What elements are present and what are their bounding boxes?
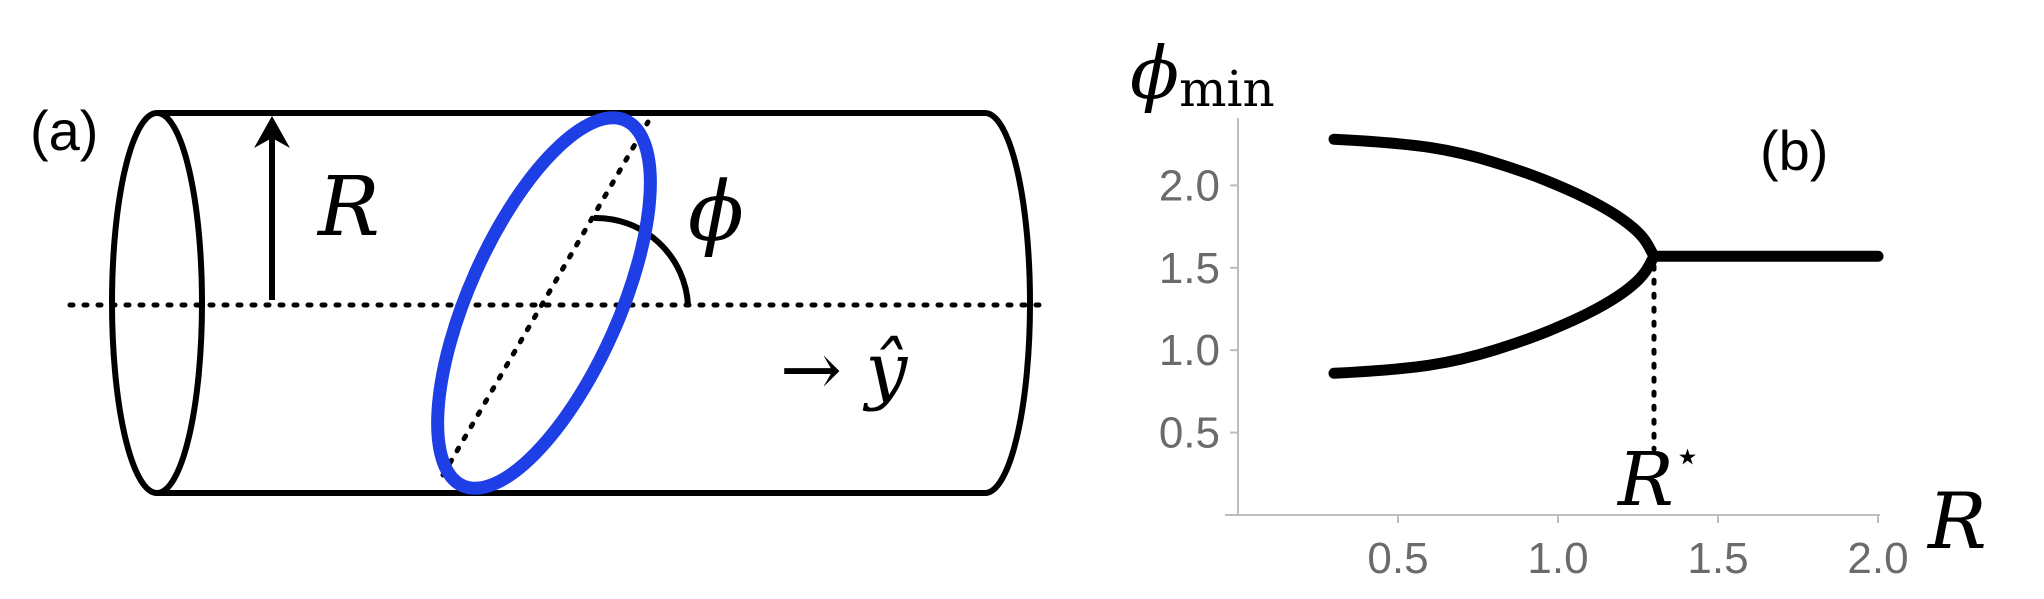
critical-label-main: R [1616,437,1674,523]
panel-a-label: (a) [30,99,98,162]
upper-branch [1328,133,1660,262]
x-tick-label: 2.0 [1847,534,1908,583]
panel-b-label: (b) [1760,119,1828,182]
cylinder [109,110,1033,496]
y-axis-title: ϕmin [1130,31,1275,118]
y-tick-label: 0.5 [1159,409,1220,458]
blue-ring [431,111,657,495]
radius-arrow [254,116,290,300]
axis-ticks [1230,184,1879,523]
y-axis-title-main: ϕ [1130,31,1179,115]
radius-label: R [316,160,380,255]
y-tick-label: 1.5 [1159,244,1220,293]
critical-label: R⋆ [1616,431,1701,523]
x-tick-label: 1.0 [1527,534,1588,583]
y-tick-label: 2.0 [1159,161,1220,210]
ring-diameter [440,119,651,478]
x-axis-title: R [1926,477,1987,567]
y-tick-label: 1.0 [1159,326,1220,375]
y-axis-title-sub: min [1179,60,1275,118]
cylinder-right-cap [984,110,1033,496]
x-tick-label: 1.5 [1687,534,1748,583]
angle-label: ϕ [688,165,744,260]
data-curves [1328,133,1884,379]
x-tick-label: 0.5 [1367,534,1428,583]
lower-branch [1328,250,1660,379]
axis-tick-labels: 0.5 1.0 1.5 2.0 0.5 1.0 1.5 2.0 [1159,161,1909,583]
critical-label-star: ⋆ [1674,431,1702,482]
axis-direction-label: → ŷ [780,327,909,413]
angle-arc [593,214,691,306]
panel-a: (a) R ϕ → ŷ [30,99,1053,496]
